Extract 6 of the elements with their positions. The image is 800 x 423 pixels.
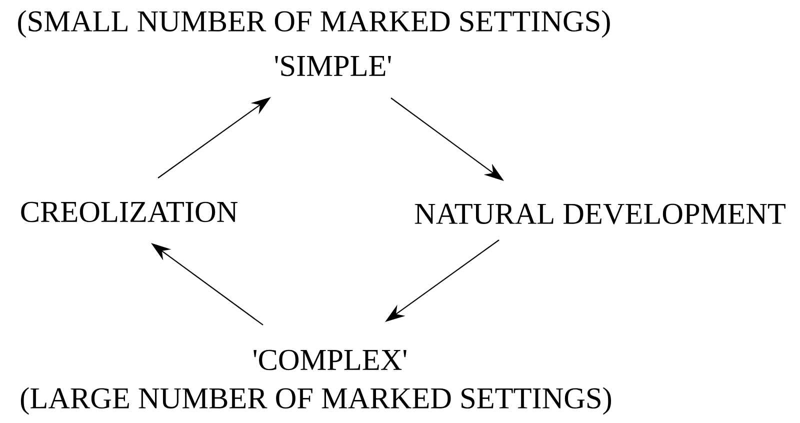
node-label: CREOLIZATION — [21, 202, 238, 222]
node-label: 'COMPLEX' — [254, 350, 406, 370]
node-label: 'SIMPLE' — [275, 56, 391, 76]
node-label: NATURAL DEVELOPMENT — [414, 204, 786, 224]
node-caption: (LARGE NUMBER OF MARKED SETTINGS) — [20, 387, 611, 415]
node-caption: (SMALL NUMBER OF MARKED SETTINGS) — [18, 10, 610, 38]
